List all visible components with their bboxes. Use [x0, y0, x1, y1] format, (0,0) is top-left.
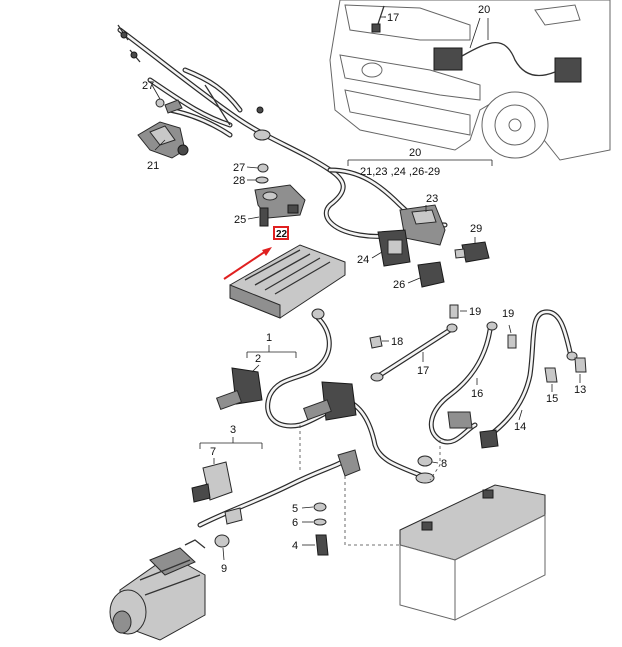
callout-labels: 17 20 27 21 20 21,23 ,24 ,26-29 27 28 25…	[142, 4, 586, 575]
callout-3: 3	[230, 424, 236, 436]
battery	[399, 484, 546, 621]
callout-14: 14	[514, 421, 526, 433]
part-3-starter-cable	[197, 449, 361, 528]
callout-26: 26	[393, 279, 405, 291]
part-6-washer	[313, 518, 327, 526]
vehicle-front-illustration	[329, 0, 611, 161]
callout-29: 29	[470, 223, 482, 235]
callout-18: 18	[391, 336, 403, 348]
callout-13: 13	[574, 384, 586, 396]
part-27-nut	[257, 163, 269, 173]
part-18-nut	[369, 335, 383, 349]
part-28-washer	[255, 176, 269, 184]
callout-17-top: 17	[387, 12, 399, 24]
callout-1: 1	[266, 332, 272, 344]
callout-21-range: 21,23 ,24 ,26-29	[360, 166, 440, 178]
callout-28: 28	[233, 175, 245, 187]
part-14-cable	[479, 309, 578, 449]
part-22-highlight-box	[273, 226, 289, 240]
fuse-box-assembly	[229, 244, 346, 319]
callout-4: 4	[292, 540, 298, 552]
callout-7: 7	[210, 446, 216, 458]
battery-box-rear	[554, 57, 582, 83]
callout-15: 15	[546, 393, 558, 405]
callout-22: 22	[276, 229, 288, 240]
part-24-relay-holder	[377, 229, 411, 267]
callout-27: 27	[233, 162, 245, 174]
callout-27-left: 27	[142, 80, 154, 92]
part-21-bracket	[137, 121, 189, 159]
callout-19-right: 19	[502, 308, 514, 320]
callout-6: 6	[292, 517, 298, 529]
callout-19: 19	[469, 306, 481, 318]
part-19-nut	[449, 304, 459, 319]
battery-box-front	[433, 47, 463, 71]
part-29-fuse	[454, 241, 490, 263]
part-17-cable	[370, 323, 458, 382]
part-1-battery-cable	[265, 308, 435, 484]
part-15-nut	[544, 367, 558, 383]
part-13-nut	[574, 357, 587, 373]
callout-2: 2	[255, 353, 261, 365]
callout-25: 25	[234, 214, 246, 226]
callout-23: 23	[426, 193, 438, 205]
callout-20: 20	[409, 147, 421, 159]
part-5-nut	[313, 502, 327, 512]
callout-20-top: 20	[478, 4, 490, 16]
callout-16: 16	[471, 388, 483, 400]
callout-17: 17	[417, 365, 429, 377]
callout-5: 5	[292, 503, 298, 515]
part-9-nut	[214, 534, 230, 548]
part-8-nut	[417, 455, 433, 467]
part-16-cable	[428, 321, 498, 445]
pointer-arrow	[223, 250, 267, 280]
part-2-terminal-boot	[215, 367, 357, 421]
part-19-nut-right	[507, 334, 517, 349]
starter-motor	[109, 547, 206, 641]
callout-24: 24	[357, 254, 369, 266]
part-4-bolt	[315, 534, 329, 556]
leader-lines	[151, 16, 581, 561]
part-27-nut-left	[155, 98, 165, 108]
part-7-boot	[191, 461, 233, 503]
pointer-arrow-head	[262, 247, 272, 256]
callout-21: 21	[147, 160, 159, 172]
part-25-bolt	[259, 207, 269, 227]
callout-8: 8	[441, 458, 447, 470]
part-26-relay	[417, 261, 445, 288]
callout-9: 9	[221, 563, 227, 575]
